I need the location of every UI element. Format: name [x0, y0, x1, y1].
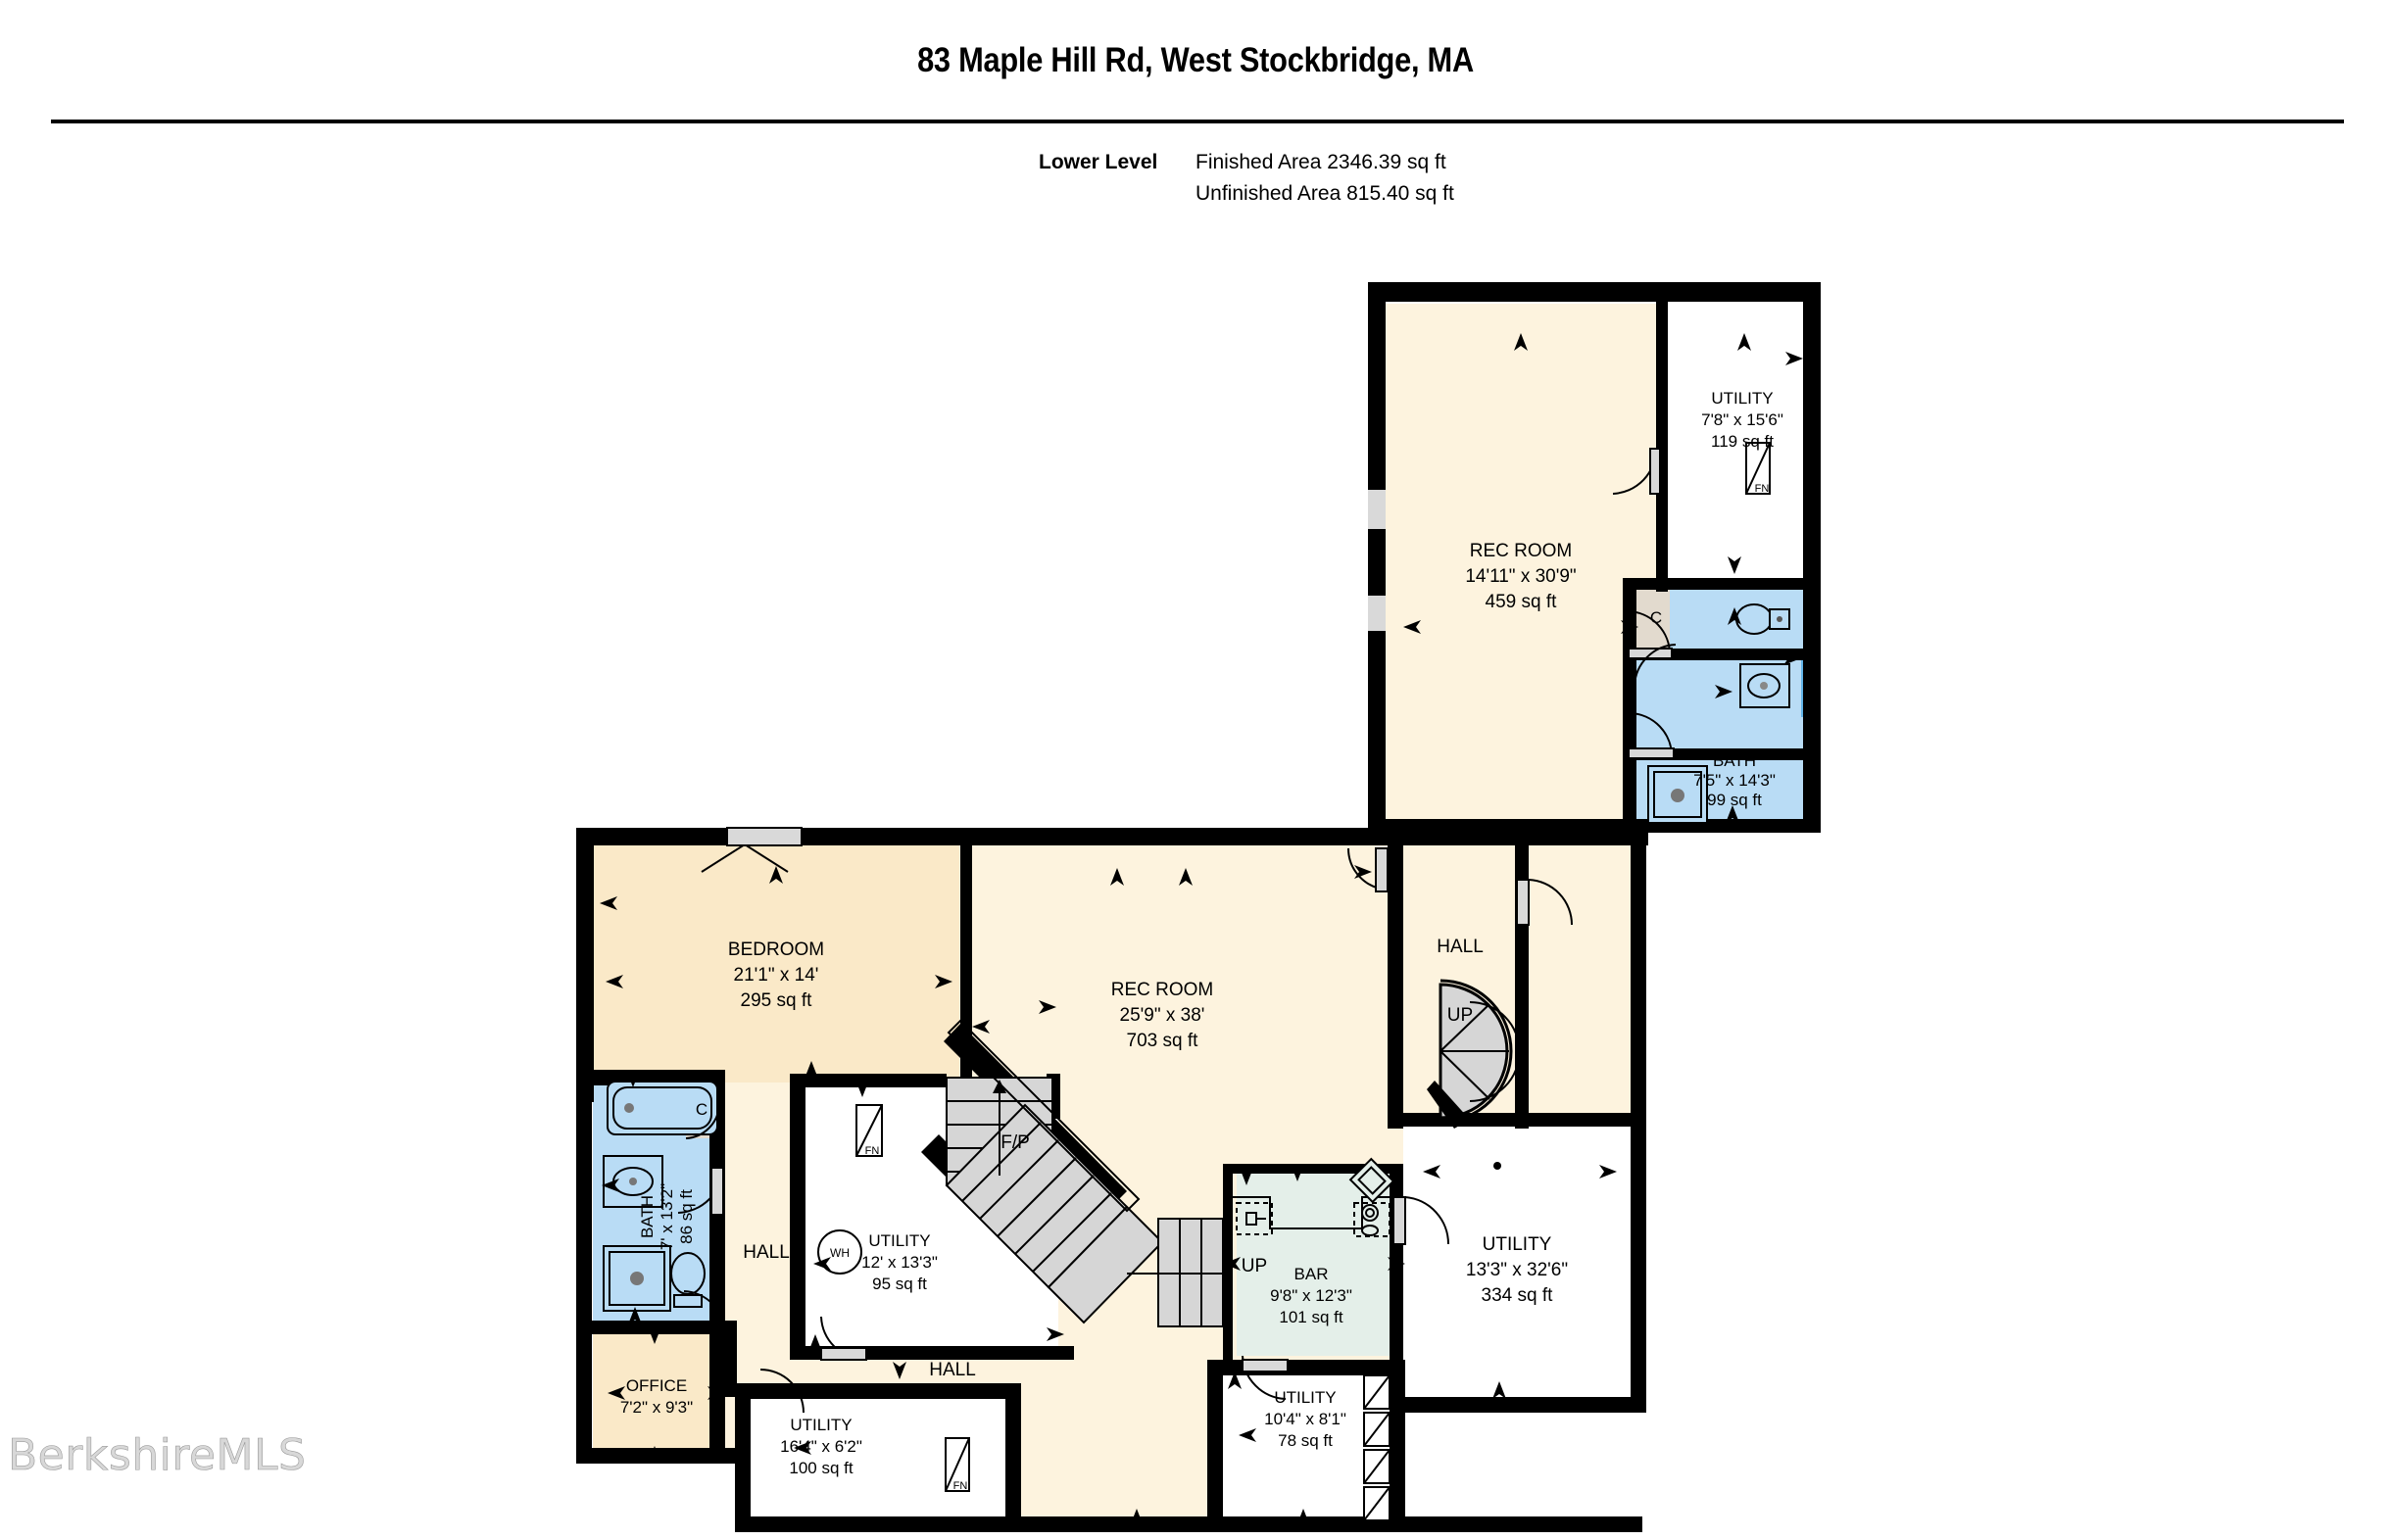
label-furnace-center: FN: [865, 1145, 880, 1157]
bath-fixtures-upper: [1647, 603, 1790, 824]
label-water-heater: WH: [830, 1246, 850, 1260]
label-utility-bm-area: 78 sq ft: [1278, 1431, 1333, 1450]
fill-bar: [1237, 1168, 1393, 1356]
label-bedroom-name: BEDROOM: [728, 939, 824, 960]
staircase-center: [945, 1077, 1224, 1327]
label-utility-right-dims: 13'3" x 32'6": [1466, 1260, 1568, 1280]
label-utility-bl-name: UTILITY: [790, 1416, 852, 1434]
label-rec-room-lower-name: REC ROOM: [1111, 980, 1214, 1000]
watermark: BerkshireMLS: [8, 1430, 307, 1481]
label-utility-bl-dims: 16'4" x 6'2": [780, 1437, 862, 1456]
fireplace: [947, 1019, 1141, 1213]
label-utility-upper-name: UTILITY: [1711, 389, 1773, 408]
label-utility-right-name: UTILITY: [1483, 1234, 1552, 1255]
title-divider: [51, 120, 2344, 123]
label-bar-area: 101 sq ft: [1279, 1308, 1342, 1326]
label-office-name: OFFICE: [626, 1376, 687, 1395]
label-bedroom-area: 295 sq ft: [741, 990, 813, 1011]
finished-area: Finished Area 2346.39 sq ft: [1196, 151, 1446, 173]
label-rec-room-upper-dims: 14'11" x 30'9": [1465, 566, 1576, 587]
label-bath-lower-area: 86 sq ft: [677, 1189, 696, 1244]
label-utility-bm-name: UTILITY: [1274, 1388, 1336, 1407]
label-rec-room-lower-area: 703 sq ft: [1127, 1031, 1199, 1051]
sink-icon: [1353, 1202, 1391, 1237]
bar-fixtures: [1233, 1157, 1395, 1237]
label-rec-room-upper-name: REC ROOM: [1470, 541, 1573, 561]
label-utility-right-area: 334 sq ft: [1482, 1285, 1554, 1306]
label-bar-name: BAR: [1294, 1265, 1329, 1283]
fill-rec-room-upper: [1384, 304, 1656, 823]
label-closet-upper: C: [1650, 608, 1662, 627]
label-up-right: UP: [1447, 1005, 1473, 1026]
label-bedroom-dims: 21'1" x 14': [734, 965, 819, 986]
label-furnace-bl: FN: [953, 1480, 968, 1492]
label-bath-lower-name: BATH: [638, 1195, 657, 1238]
label-bath-lower-dims: 7' x 13'2": [658, 1183, 676, 1250]
label-bath-upper-area: 99 sq ft: [1707, 791, 1762, 809]
label-utility-bl-area: 100 sq ft: [789, 1459, 853, 1477]
toilet-icon: [1735, 603, 1773, 635]
room-labels: REC ROOM 14'11" x 30'9" 459 sq ft UTILIT…: [620, 389, 1783, 1477]
dishwasher-icon: [1236, 1202, 1273, 1235]
water-heater-icon: [817, 1229, 862, 1275]
label-closet-lower: C: [696, 1100, 708, 1119]
label-hall-center: HALL: [929, 1360, 976, 1380]
bath-fixtures-lower: [603, 1081, 718, 1312]
doors: [677, 448, 1677, 1414]
label-hall-right: HALL: [1437, 937, 1484, 957]
label-bath-upper-name: BATH: [1713, 751, 1756, 770]
label-rec-room-lower-dims: 25'9" x 38': [1120, 1005, 1205, 1026]
label-utility-center-area: 95 sq ft: [872, 1275, 927, 1293]
utility-equipment: [817, 442, 1771, 1521]
label-utility-bm-dims: 10'4" x 8'1": [1264, 1410, 1346, 1428]
feature-labels: HALL UP HALL HALL F/P UP C C WH FN FN FN: [696, 483, 1770, 1492]
label-furnace-upper: FN: [1755, 483, 1770, 495]
unfinished-area: Unfinished Area 815.40 sq ft: [1196, 182, 1454, 205]
label-bar-dims: 9'8" x 12'3": [1270, 1286, 1352, 1305]
fill-utility-right: [1403, 1122, 1632, 1397]
label-rec-room-upper-area: 459 sq ft: [1486, 592, 1558, 612]
fill-utility-upper: [1666, 304, 1818, 578]
label-hall-bath: HALL: [743, 1242, 790, 1263]
label-office-dims: 7'2" x 9'3": [620, 1398, 693, 1417]
label-bath-upper-dims: 7'5" x 14'3": [1693, 771, 1776, 790]
label-fireplace: F/P: [1000, 1132, 1030, 1153]
toilet-icon: [670, 1252, 706, 1295]
label-utility-center-dims: 12' x 13'3": [861, 1253, 938, 1272]
dimension-arrows: [600, 333, 1803, 1526]
page-title: 83 Maple Hill Rd, West Stockbridge, MA: [917, 41, 1474, 79]
label-utility-upper-area: 119 sq ft: [1711, 432, 1774, 451]
area-summary: Lower Level Finished Area 2346.39 sq ft U…: [1039, 147, 1454, 210]
label-up-center: UP: [1242, 1256, 1267, 1276]
staircase-spiral-right: [1427, 979, 1521, 1129]
level-label: Lower Level: [1039, 151, 1158, 173]
label-utility-center-name: UTILITY: [868, 1231, 930, 1250]
label-utility-upper-dims: 7'8" x 15'6": [1701, 410, 1783, 429]
